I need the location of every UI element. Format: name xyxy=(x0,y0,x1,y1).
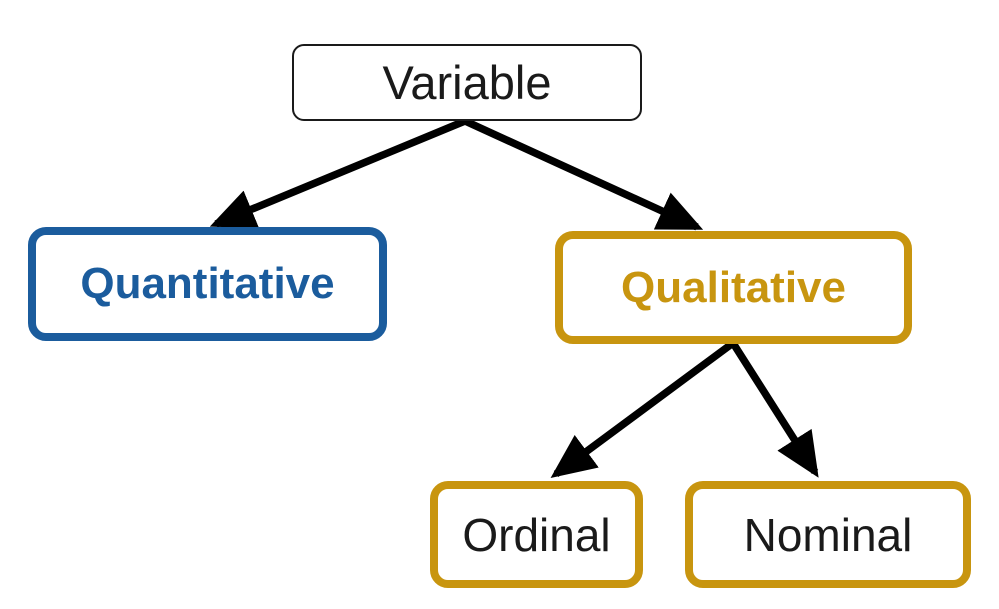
arrow-qualitative-to-ordinal-and-nominal xyxy=(550,337,819,479)
node-ordinal: Ordinal xyxy=(430,481,643,588)
node-qualitative-label: Qualitative xyxy=(621,262,846,312)
node-variable: Variable xyxy=(292,44,642,121)
node-quantitative: Quantitative xyxy=(28,227,387,341)
node-quantitative-label: Quantitative xyxy=(80,259,335,308)
node-qualitative: Qualitative xyxy=(555,231,912,344)
node-variable-label: Variable xyxy=(382,56,552,109)
node-ordinal-label: Ordinal xyxy=(462,508,611,561)
arrow-variable-to-quantitative-and-qualitative xyxy=(209,116,704,231)
node-nominal: Nominal xyxy=(685,481,971,588)
node-nominal-label: Nominal xyxy=(743,508,913,561)
